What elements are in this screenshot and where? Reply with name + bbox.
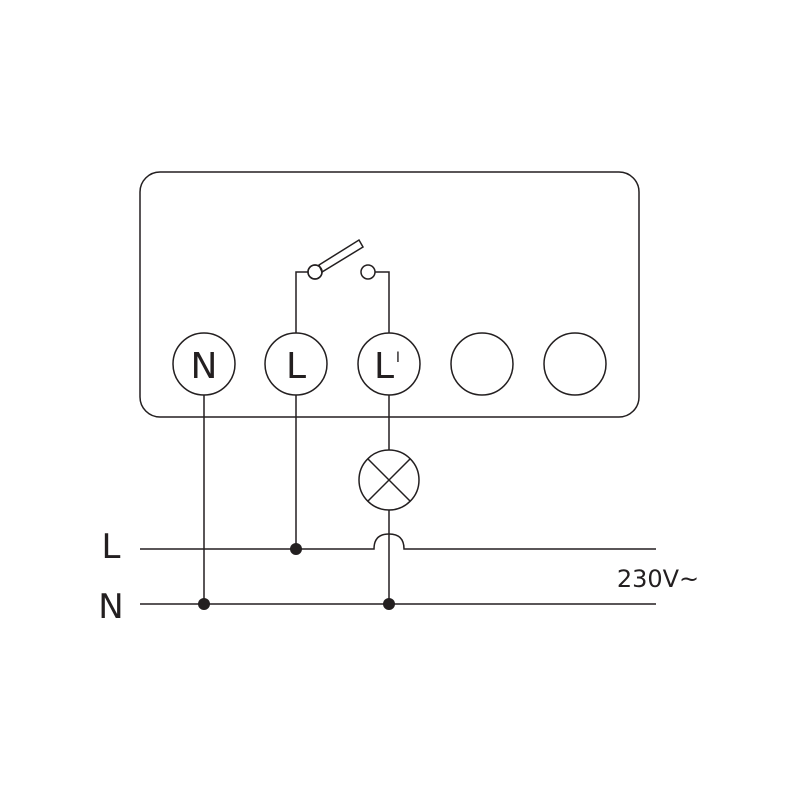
terminal-label: L — [286, 346, 306, 387]
terminal-empty — [450, 332, 514, 396]
terminal-label: L — [374, 346, 394, 387]
terminal-n: N — [172, 332, 236, 396]
terminal-empty — [543, 332, 607, 396]
terminal-superscript: I — [396, 350, 400, 366]
terminal-label: N — [191, 346, 218, 387]
junction-dot — [198, 598, 210, 610]
terminal-l-prime: L I — [357, 332, 421, 396]
switch-contact — [295, 238, 390, 333]
voltage-label: 230V~ — [617, 565, 699, 593]
junction-dot — [383, 598, 395, 610]
live-line — [140, 533, 656, 550]
neutral-line-label: N — [98, 587, 123, 627]
junction-dot — [290, 543, 302, 555]
lamp-icon — [358, 449, 420, 511]
terminal-l: L — [264, 332, 328, 396]
live-line-label: L — [102, 527, 121, 567]
switch-lever — [318, 238, 365, 274]
